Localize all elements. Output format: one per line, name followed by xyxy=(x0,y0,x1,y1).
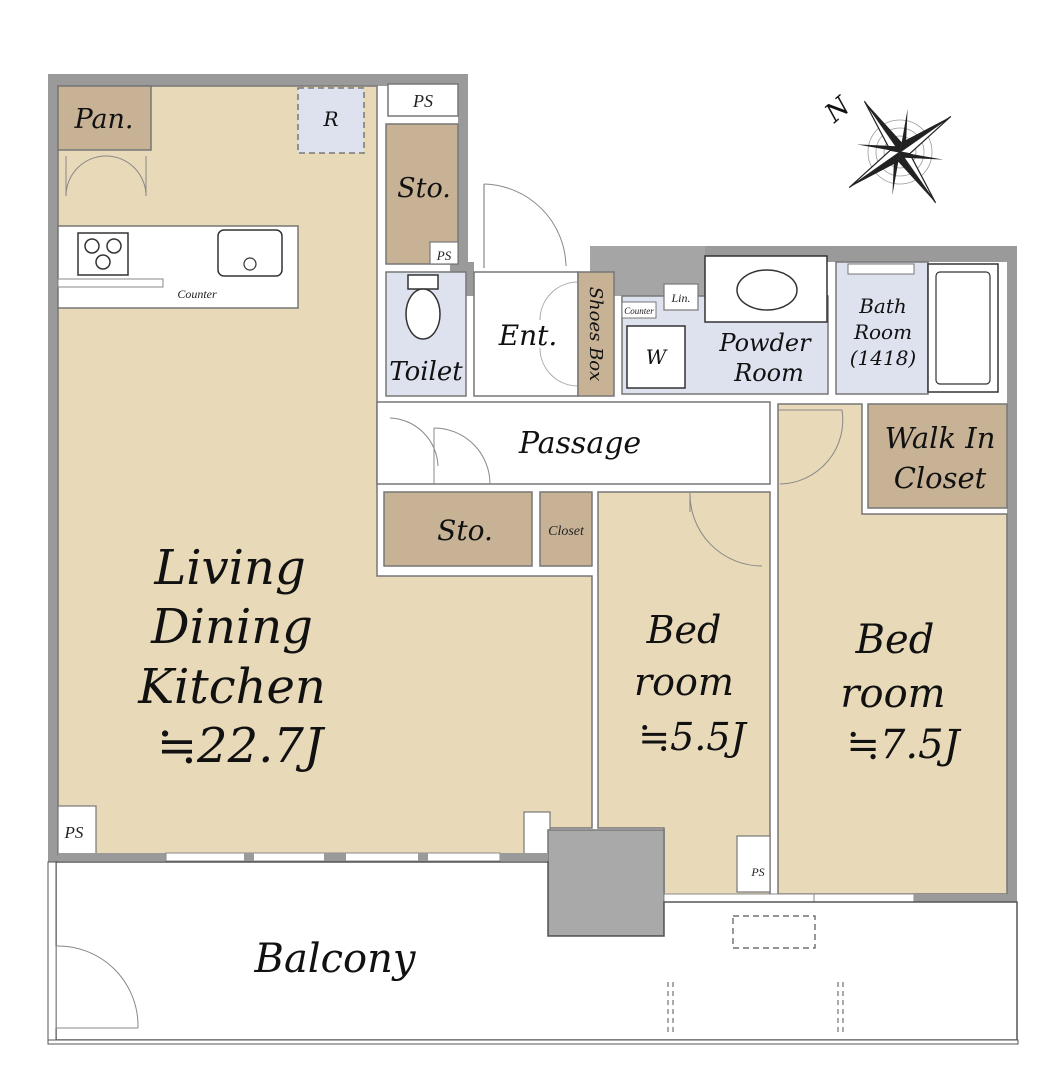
counter-small xyxy=(621,301,657,319)
storage-mid xyxy=(383,491,533,567)
bedroom-2-label-2: room xyxy=(840,671,945,717)
washer-label: W xyxy=(646,345,668,369)
ldk-label-2: Dining xyxy=(150,599,313,655)
front-door[interactable] xyxy=(483,183,567,268)
ldk-label-1: Living xyxy=(153,540,305,596)
storage-top-label: Sto. xyxy=(397,173,451,204)
ps-left-label: PS xyxy=(64,823,84,842)
entrance-area xyxy=(473,271,579,397)
powder-room-label-2: Room xyxy=(733,359,804,387)
hatch-dashed xyxy=(732,915,816,949)
refrigerator-space xyxy=(297,87,365,154)
bath-size-label: (1418) xyxy=(850,346,917,370)
ps-small-label: PS xyxy=(436,248,452,263)
stove-icon xyxy=(77,232,129,276)
walk-in-label-1: Walk In xyxy=(885,421,996,455)
walk-in-closet xyxy=(867,403,1008,509)
passage-door[interactable] xyxy=(389,417,491,485)
entrance-door[interactable] xyxy=(539,281,579,387)
linen-label: Lin. xyxy=(670,291,690,305)
ldk-label-3: Kitchen xyxy=(137,659,326,715)
bedroom-2-label-1: Bed xyxy=(855,617,935,663)
ps-small xyxy=(429,241,459,265)
pantry-door[interactable] xyxy=(65,155,147,197)
counter-label: Counter xyxy=(177,287,217,301)
powder-room-label-1: Powder xyxy=(718,329,812,357)
toilet-icon xyxy=(405,274,441,340)
bath-label-1: Bath xyxy=(858,294,907,318)
toilet-label: Toilet xyxy=(389,357,463,387)
washer-space xyxy=(626,325,686,389)
balcony-label: Balcony xyxy=(254,936,417,982)
compass-north-label: N xyxy=(819,90,857,129)
column-box xyxy=(523,811,551,857)
pantry-room xyxy=(57,85,152,151)
walk-in-label-2: Closet xyxy=(894,461,987,495)
ps-top xyxy=(387,83,459,117)
partition-markers xyxy=(667,982,844,1036)
bath-label-2: Room xyxy=(853,320,912,344)
entrance-label: Ent. xyxy=(498,319,558,352)
bedroom-1-label-1: Bed xyxy=(646,608,722,652)
closet xyxy=(539,491,593,567)
ps-bed-label: PS xyxy=(750,865,764,879)
pantry-label: Pan. xyxy=(73,104,133,135)
structural-pillar xyxy=(547,829,665,937)
ldk-size: ≒22.7J xyxy=(157,718,326,774)
bedroom-2-size: ≒7.5J xyxy=(846,722,961,768)
passage-area xyxy=(376,401,771,485)
sink-icon xyxy=(217,229,283,277)
bedroom-1-label-2: room xyxy=(634,660,734,704)
basin-icon xyxy=(736,269,798,311)
counter-small-label: Counter xyxy=(624,306,654,316)
passage-label: Passage xyxy=(518,426,641,461)
storage-mid-label: Sto. xyxy=(437,514,493,547)
storage-top xyxy=(385,123,459,265)
bedroom-1-door[interactable] xyxy=(689,491,763,567)
bedroom-1-size: ≒5.5J xyxy=(638,715,747,759)
shoes-box-label: Shoes Box xyxy=(585,287,606,382)
refrigerator-label: R xyxy=(322,107,338,131)
balcony-door[interactable] xyxy=(55,945,139,1029)
ps-bed xyxy=(736,835,771,893)
bedroom-2-door[interactable] xyxy=(778,409,844,485)
ps-left xyxy=(57,805,97,855)
shoes-box xyxy=(577,271,615,397)
linen-closet xyxy=(663,283,699,311)
closet-label: Closet xyxy=(548,524,585,539)
compass-rose-icon: N xyxy=(819,90,952,204)
ps-top-label: PS xyxy=(412,91,433,111)
